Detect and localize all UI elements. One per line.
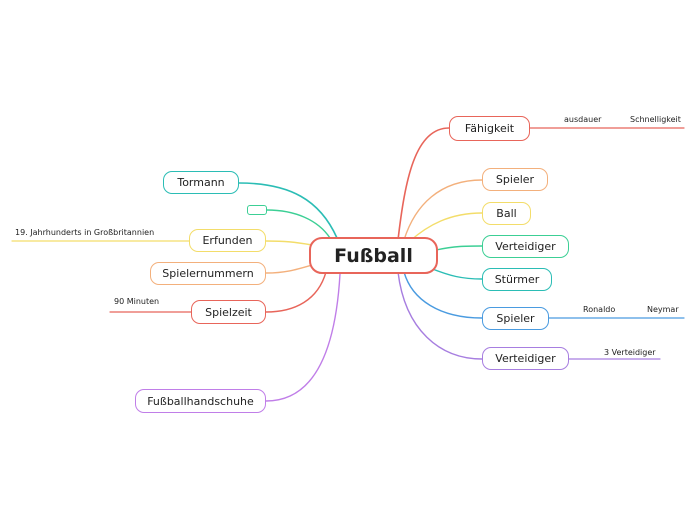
branch-node-spieler-right[interactable]: Spieler [482, 168, 548, 191]
sub-label-ausdauer[interactable]: ausdauer [564, 115, 602, 124]
connector-faehigkeit [397, 127, 450, 241]
branch-node-verteidiger-right[interactable]: Verteidiger [482, 235, 569, 258]
connector-spielzeit [265, 271, 327, 313]
branch-node-fussballhandschuhe[interactable]: Fußballhandschuhe [135, 389, 266, 413]
sub-label-19-jahrhunderts[interactable]: 19. Jahrhunderts in Großbritannien [15, 228, 155, 237]
sub-label-90-minuten[interactable]: 90 Minuten [114, 297, 160, 306]
branch-node-stuermer[interactable]: Stürmer [482, 268, 552, 291]
connector-verteidiger-count [397, 271, 483, 360]
branch-node-spielernummern[interactable]: Spielernummern [150, 262, 266, 285]
connector-spieler-players [403, 271, 483, 319]
connector-stuermer [429, 267, 483, 280]
connector-fussballhandschuhe [265, 273, 341, 402]
branch-node-tormann[interactable]: Tormann [163, 171, 239, 194]
branch-node-erfunden[interactable]: Erfunden [189, 229, 266, 252]
branch-node-spieler-players[interactable]: Spieler [482, 307, 549, 330]
connector-spieler-right [403, 179, 483, 241]
sub-label-ronaldo[interactable]: Ronaldo [583, 305, 616, 314]
branch-node-spielzeit[interactable]: Spielzeit [191, 300, 266, 324]
branch-node-faehigkeit[interactable]: Fähigkeit [449, 116, 530, 141]
branch-node-verteidiger-count[interactable]: Verteidiger [482, 347, 569, 370]
connector-verteidiger-right [435, 245, 483, 251]
sub-label-schnelligkeit[interactable]: Schnelligkeit [630, 115, 681, 124]
sub-label-3-verteidiger[interactable]: 3 Verteidiger [604, 348, 656, 357]
branch-node-empty[interactable] [247, 205, 267, 215]
central-topic-node[interactable]: Fußball [309, 237, 438, 274]
connector-tormann [238, 182, 338, 239]
sub-label-neymar[interactable]: Neymar [647, 305, 679, 314]
connector-erfunden [265, 240, 313, 246]
branch-node-ball[interactable]: Ball [482, 202, 531, 225]
connector-ball [409, 212, 483, 242]
connector-spielernummern [265, 264, 313, 274]
connector-empty [266, 209, 331, 239]
